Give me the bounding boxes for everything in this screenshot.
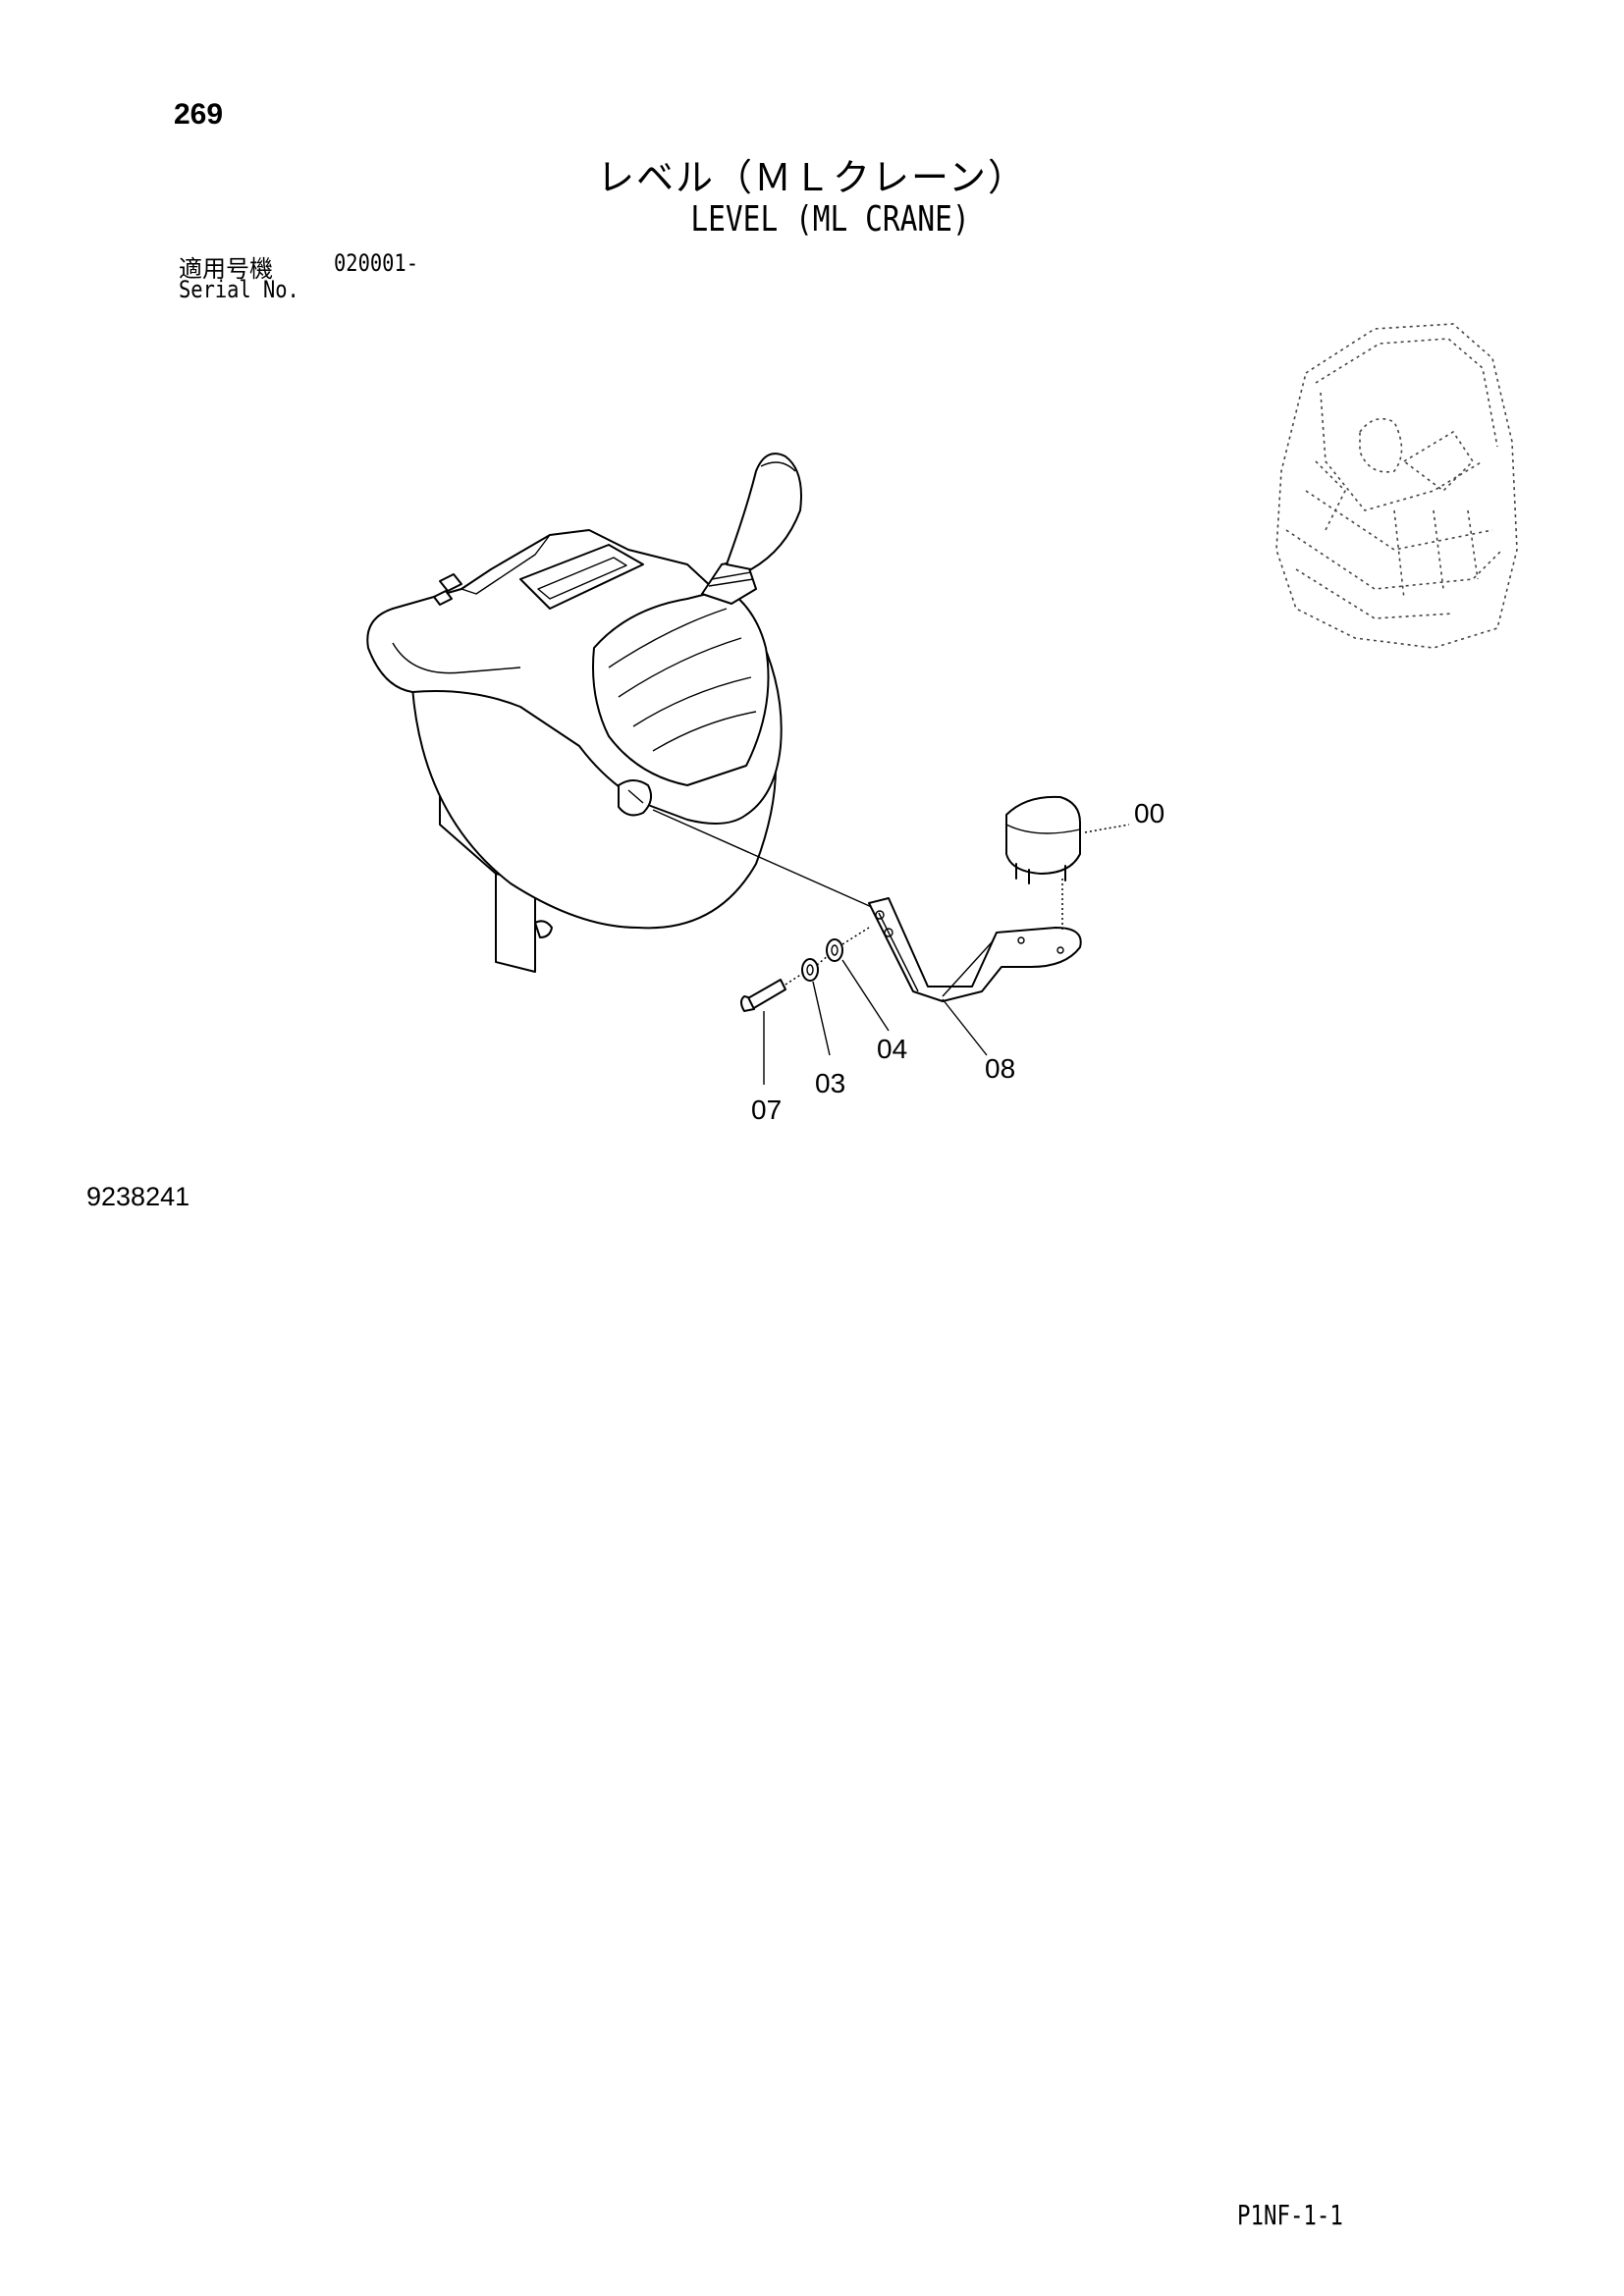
drawing-number: 9238241 bbox=[86, 1182, 190, 1211]
serial-label-english: Serial No. bbox=[179, 276, 299, 303]
bolt-part-07 bbox=[740, 979, 786, 1012]
callout-00: 00 bbox=[1134, 798, 1164, 828]
sheet-code: P1NF-1-1 bbox=[1237, 2199, 1343, 2231]
bracket-part-08 bbox=[868, 897, 1082, 1002]
lock-washer-part-03 bbox=[801, 958, 819, 982]
serial-number-range: 020001- bbox=[334, 249, 418, 277]
page-title-english: LEVEL (ML CRANE) bbox=[690, 199, 970, 240]
callout-04: 04 bbox=[877, 1034, 907, 1064]
washer-part-04 bbox=[826, 938, 843, 962]
callout-08: 08 bbox=[985, 1053, 1015, 1084]
serial-label-japanese: 適用号機 bbox=[179, 255, 273, 283]
control-console-illustration bbox=[366, 453, 802, 973]
cover-part-00 bbox=[1005, 795, 1081, 884]
page-title-japanese: レベル（ＭＬクレーン） bbox=[596, 156, 1028, 199]
cab-location-thumbnail bbox=[1275, 323, 1518, 649]
callout-03: 03 bbox=[815, 1068, 845, 1098]
page-number: 269 bbox=[174, 98, 224, 131]
callout-07: 07 bbox=[751, 1095, 782, 1125]
